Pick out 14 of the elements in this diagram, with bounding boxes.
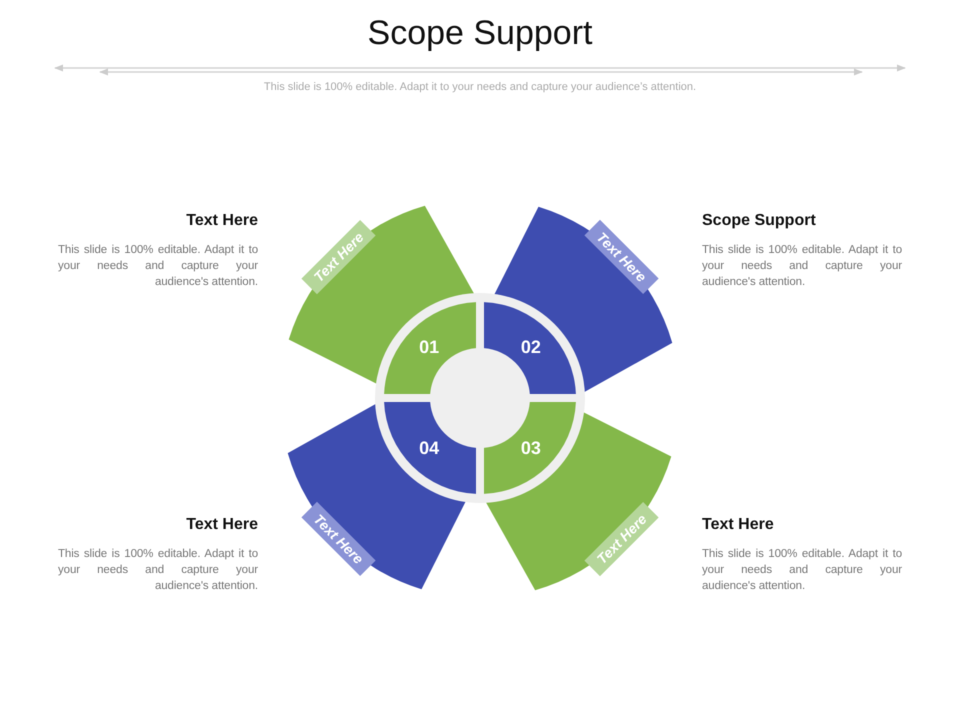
step-number: 02	[520, 336, 541, 358]
heading: Scope Support	[702, 212, 816, 230]
heading: Text Here	[186, 212, 258, 230]
title: Scope Support	[366, 14, 594, 53]
description: This slide is 100% editable. Adapt it to your needs and capture your audience's attention.	[58, 243, 258, 290]
description: This slide is 100% editable. Adapt it to your needs and capture your audience's attention.	[58, 547, 258, 594]
description: This slide is 100% editable. Adapt it to your needs and capture your audience's attention.	[702, 547, 902, 594]
step-number: 04	[419, 438, 440, 460]
step-number: 03	[520, 438, 541, 460]
step-number: 01	[419, 336, 440, 358]
heading: Text Here	[186, 516, 258, 534]
subtitle: This slide is 100% editable. Adapt it to your needs and capture your audience’s attention.	[262, 81, 698, 93]
heading: Text Here	[702, 516, 774, 534]
description: This slide is 100% editable. Adapt it to your needs and capture your audience's attention.	[702, 243, 902, 290]
